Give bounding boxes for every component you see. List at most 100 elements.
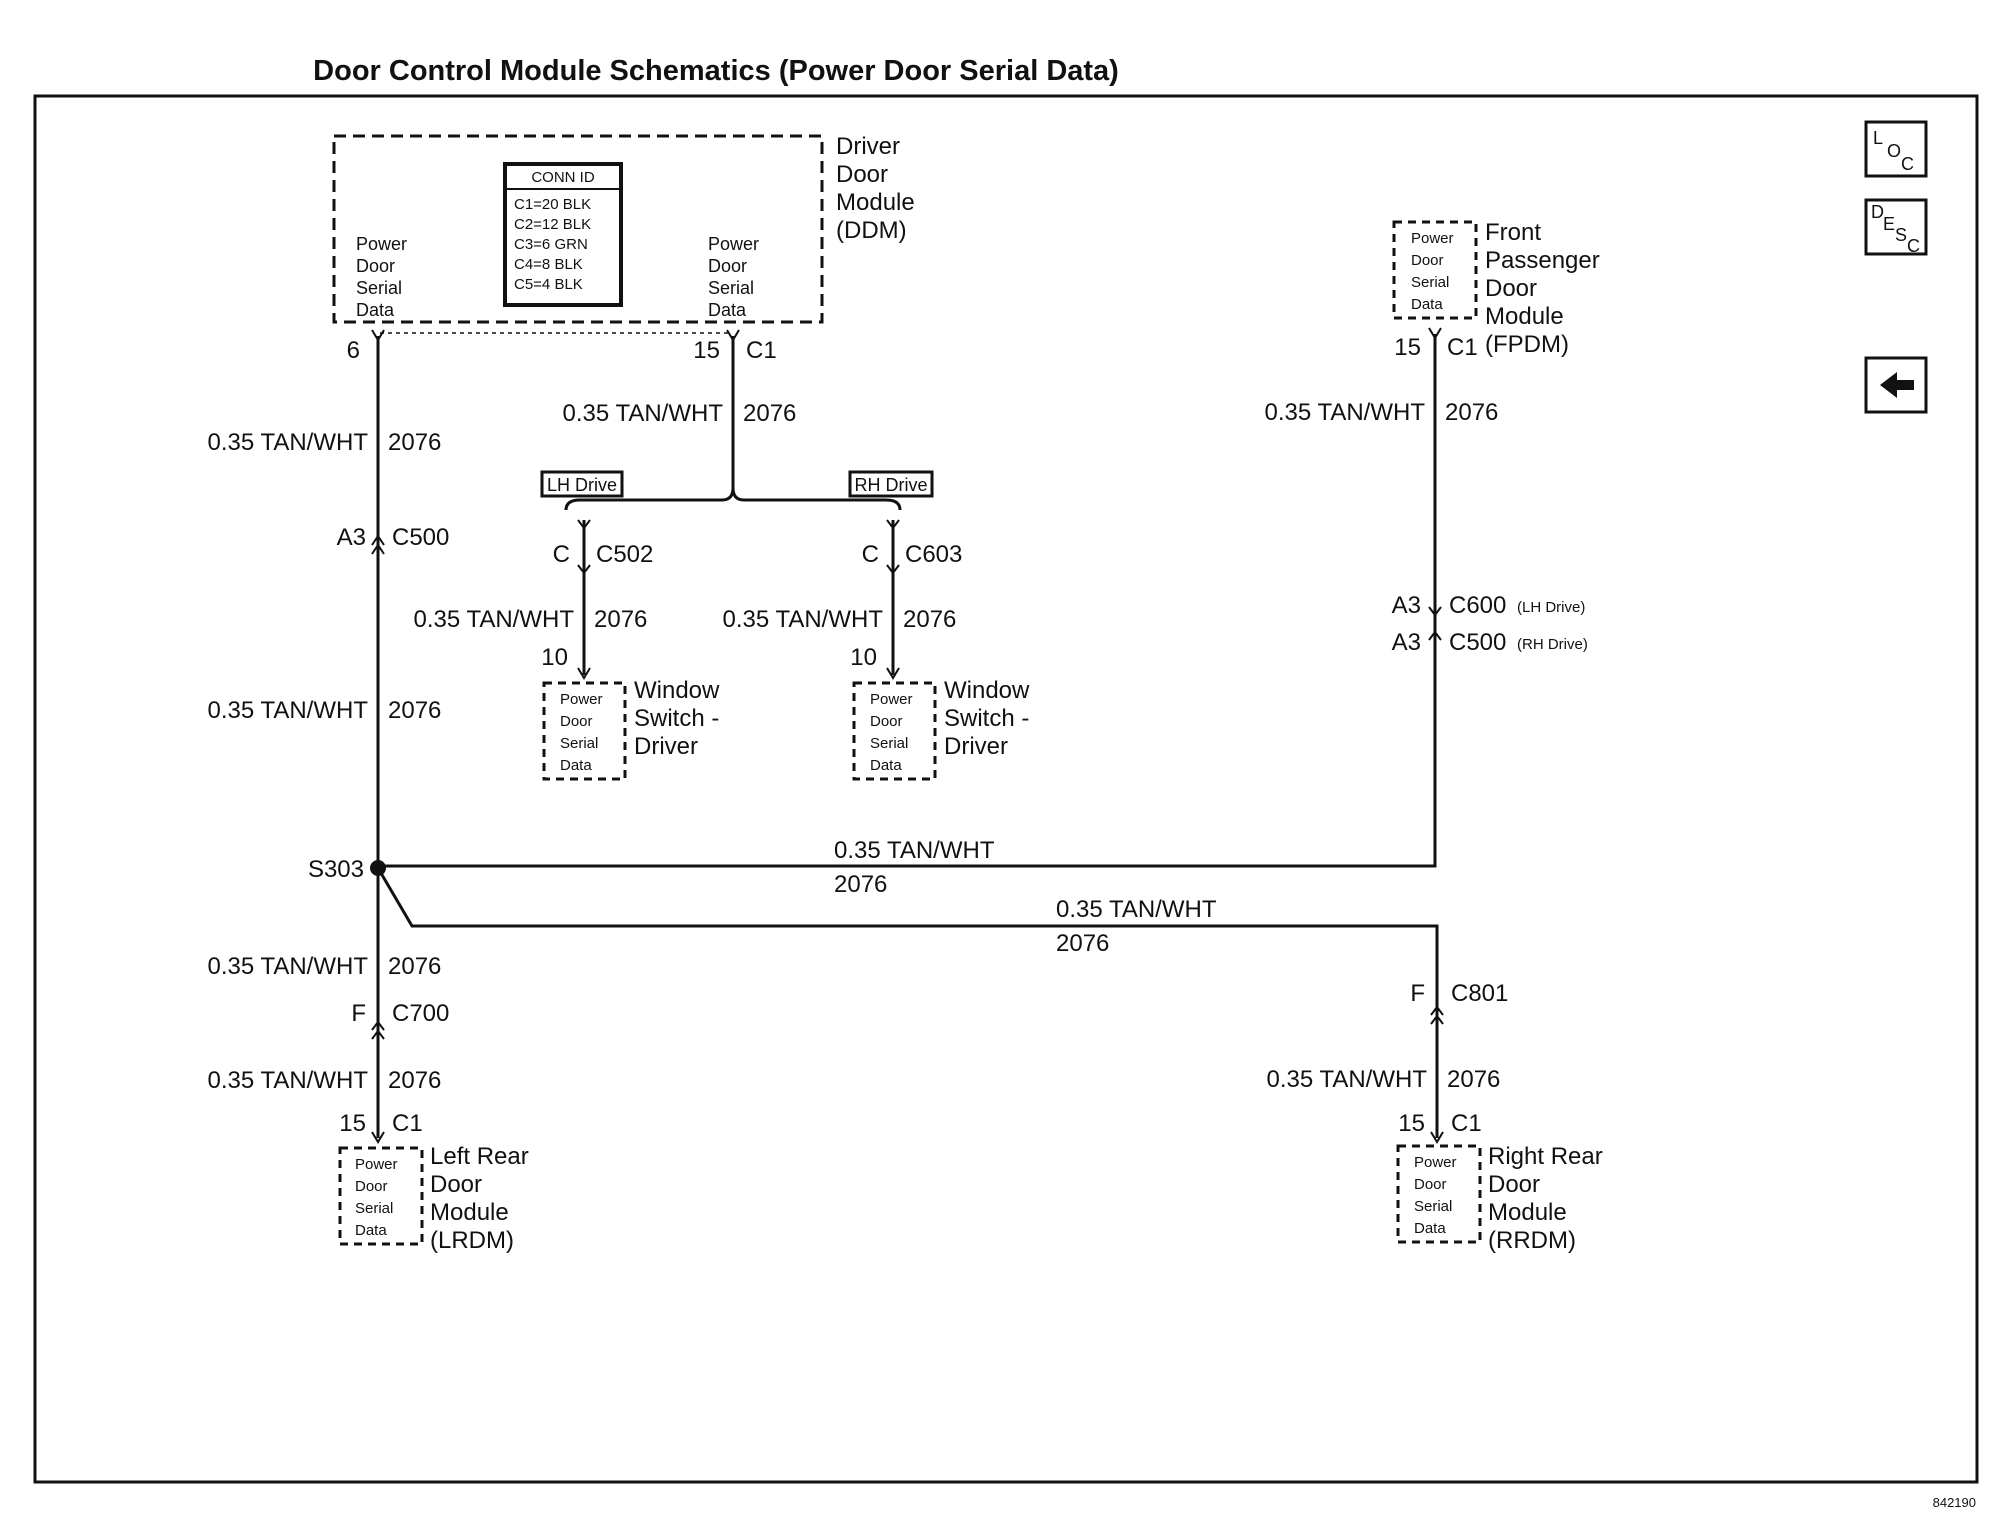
wire-s303-to-rrdm	[376, 867, 1439, 1005]
loc-button[interactable]: L O C	[1864, 120, 1928, 178]
front-passenger-door-module: Power Door Serial Data Front Passenger D…	[1392, 219, 1600, 361]
fpdm-pin-label: Data	[1411, 296, 1443, 313]
window-rh-pin-label: Serial	[870, 735, 908, 752]
fpdm-name: Module	[1485, 303, 1564, 330]
ddm-right-pin-label: Data	[708, 300, 747, 320]
fpdm-name: (FPDM)	[1485, 331, 1569, 358]
window-rh-pin-label: Power	[870, 691, 913, 708]
window-switch-driver-lh: Power Door Serial Data Window Switch - D…	[542, 677, 720, 781]
ddm-right-pin-terminal	[726, 329, 740, 342]
wire-gauge-label: 0.35 TAN/WHT	[208, 697, 369, 724]
c700-pin: F	[351, 1000, 366, 1027]
fpdm-name: Door	[1485, 275, 1537, 302]
wire-circuit-label: 2076	[1445, 399, 1498, 426]
option-split-brace	[564, 487, 902, 511]
desc-button[interactable]: D E S C	[1864, 198, 1928, 256]
c500-rh-name: C500	[1449, 629, 1506, 656]
wire-circuit-label: 2076	[743, 400, 796, 427]
wire-circuit-label: 2076	[1056, 930, 1109, 957]
conn-id-table: CONN ID C1=20 BLK C2=12 BLK C3=6 GRN C4=…	[503, 162, 623, 307]
lrdm-name: (LRDM)	[430, 1227, 514, 1254]
wire-gauge-label: 0.35 TAN/WHT	[208, 1067, 369, 1094]
ddm-left-pin-label: Serial	[356, 278, 402, 298]
rrdm-name: (RRDM)	[1488, 1227, 1576, 1254]
conn-id-row: C2=12 BLK	[514, 216, 591, 233]
rrdm-pin-label: Serial	[1414, 1198, 1452, 1215]
ddm-left-pin-label: Power	[356, 234, 407, 254]
window-rh-pin-label: Data	[870, 757, 902, 774]
ddm-name: (DDM)	[836, 217, 907, 244]
window-lh-pin-label: Door	[560, 713, 593, 730]
window-lh-pin-label: Data	[560, 757, 592, 774]
c500-pin: A3	[337, 524, 366, 551]
lrdm-pin-label: Door	[355, 1178, 388, 1195]
c500-rh-note: (RH Drive)	[1517, 636, 1588, 653]
wire-circuit-label: 2076	[1447, 1066, 1500, 1093]
window-lh-pin: 10	[541, 644, 568, 671]
window-rh-name: Driver	[944, 733, 1008, 760]
ddm-left-pin-terminal	[371, 329, 385, 342]
ddm-name: Driver	[836, 133, 900, 160]
figure-id: 842190	[1933, 1495, 1976, 1510]
lh-drive-label: LH Drive	[547, 475, 617, 495]
wire-fpdm-to-s303	[378, 334, 1437, 868]
fpdm-name: Front	[1485, 219, 1541, 246]
wire-circuit-label: 2076	[388, 953, 441, 980]
connector-c600-c500: A3 C600 (LH Drive) A3 C500 (RH Drive)	[1392, 592, 1588, 656]
c603-pin: C	[862, 541, 879, 568]
wire-circuit-label: 2076	[594, 606, 647, 633]
window-lh-name: Switch -	[634, 705, 719, 732]
option-rh-drive-tag: RH Drive	[848, 470, 934, 498]
lrdm-name: Left Rear	[430, 1143, 529, 1170]
back-arrow-icon	[1880, 372, 1914, 398]
connector-c603: C C603	[862, 519, 962, 575]
window-lh-pin-terminal	[577, 667, 591, 680]
rh-drive-label: RH Drive	[854, 475, 927, 495]
c603-name: C603	[905, 541, 962, 568]
desc-letter-e: E	[1883, 214, 1895, 234]
connector-c801: F C801	[1410, 980, 1508, 1025]
fpdm-pin-label: Power	[1411, 230, 1454, 247]
ddm-dashed-outline	[332, 134, 824, 324]
window-lh-name: Driver	[634, 733, 698, 760]
lrdm-pin-label: Power	[355, 1156, 398, 1173]
option-lh-drive-tag: LH Drive	[540, 470, 624, 498]
wire-circuit-label: 2076	[388, 1067, 441, 1094]
c700-name: C700	[392, 1000, 449, 1027]
diagram-title: Door Control Module Schematics (Power Do…	[313, 55, 1119, 87]
c500-rh-pin: A3	[1392, 629, 1421, 656]
loc-letter-c: C	[1901, 154, 1914, 174]
lrdm-conn: C1	[392, 1110, 423, 1137]
window-rh-pin-terminal	[886, 667, 900, 680]
rrdm-pin-label: Door	[1414, 1176, 1447, 1193]
wire-gauge-label: 0.35 TAN/WHT	[414, 606, 575, 633]
rrdm-name: Module	[1488, 1199, 1567, 1226]
window-lh-name: Window	[634, 677, 720, 704]
window-rh-name: Window	[944, 677, 1030, 704]
rrdm-pin-terminal	[1430, 1131, 1444, 1144]
back-button[interactable]	[1864, 356, 1928, 414]
left-rear-door-module: 15 C1 Power Door Serial Data Left Rear D…	[338, 1110, 529, 1254]
c502-pin: C	[553, 541, 570, 568]
ddm-left-pin-label: Data	[356, 300, 395, 320]
right-rear-door-module: 15 C1 Power Door Serial Data Right Rear …	[1396, 1110, 1603, 1254]
c600-note: (LH Drive)	[1517, 599, 1585, 616]
rrdm-pin-label: Power	[1414, 1154, 1457, 1171]
conn-id-row: C1=20 BLK	[514, 196, 591, 213]
conn-id-row: C3=6 GRN	[514, 236, 588, 253]
wire-gauge-label: 0.35 TAN/WHT	[563, 400, 724, 427]
conn-id-row: C5=4 BLK	[514, 276, 583, 293]
connector-c502: C C502	[553, 519, 653, 575]
loc-letter-l: L	[1873, 128, 1883, 148]
window-rh-pin-label: Door	[870, 713, 903, 730]
ddm-right-pin-label: Power	[708, 234, 759, 254]
wire-gauge-label: 0.35 TAN/WHT	[723, 606, 884, 633]
lrdm-pin-label: Serial	[355, 1200, 393, 1217]
connector-c500: A3 C500	[337, 524, 449, 555]
wire-circuit-label: 2076	[834, 871, 887, 898]
conn-id-header: CONN ID	[531, 169, 595, 186]
fpdm-pin: 15	[1394, 334, 1421, 361]
ddm-right-pin-label: Door	[708, 256, 747, 276]
rrdm-pin-label: Data	[1414, 1220, 1446, 1237]
